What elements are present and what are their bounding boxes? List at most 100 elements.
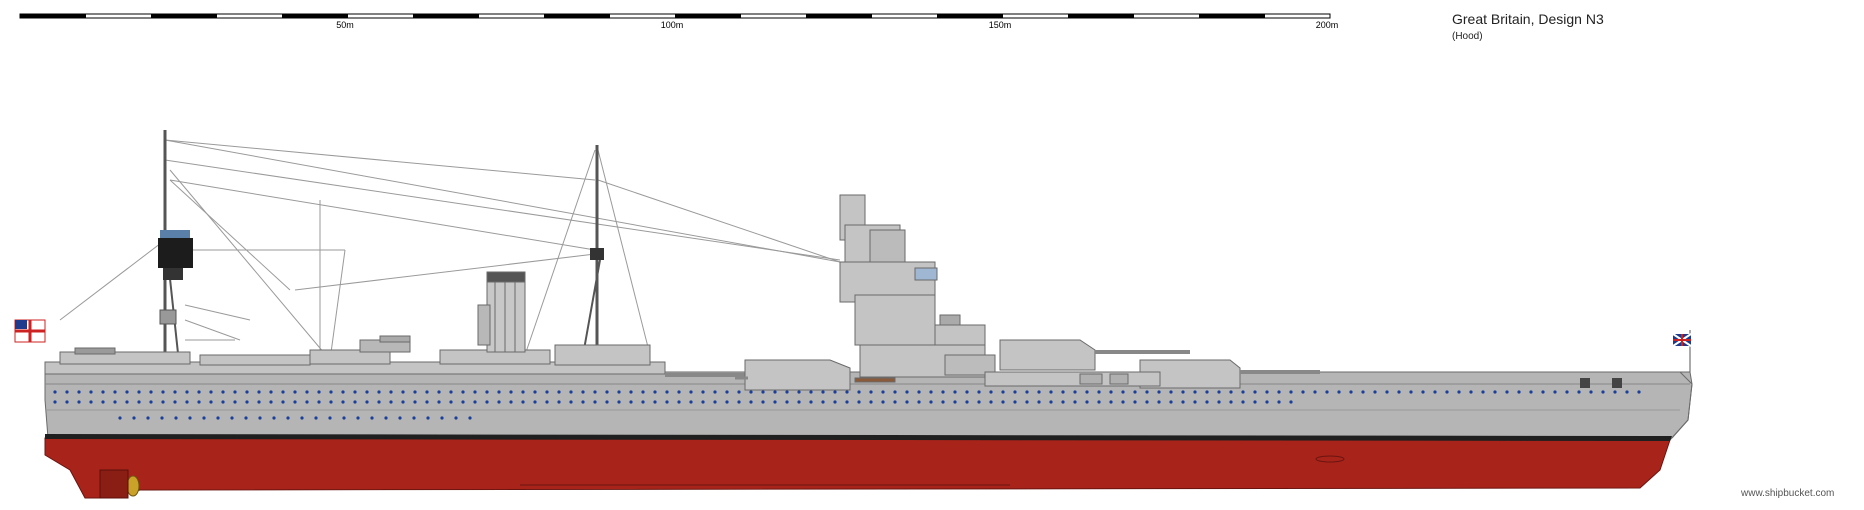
porthole [1253, 400, 1257, 404]
porthole [1013, 390, 1017, 394]
anchor-icon [1580, 378, 1622, 388]
porthole [413, 400, 417, 404]
porthole [1169, 400, 1173, 404]
porthole [1109, 400, 1113, 404]
porthole [89, 400, 93, 404]
porthole [149, 390, 153, 394]
porthole [329, 390, 333, 394]
porthole [245, 390, 249, 394]
drawing-subtitle: (Hood) [1452, 31, 1483, 42]
main-mast [579, 145, 604, 373]
porthole [377, 390, 381, 394]
porthole [269, 390, 273, 394]
porthole [1193, 390, 1197, 394]
porthole [137, 400, 141, 404]
porthole [1145, 400, 1149, 404]
porthole [1109, 390, 1113, 394]
porthole [353, 400, 357, 404]
porthole [701, 390, 705, 394]
porthole [146, 416, 150, 420]
porthole [917, 390, 921, 394]
porthole [1277, 400, 1281, 404]
porthole [665, 400, 669, 404]
porthole [412, 416, 416, 420]
porthole [1025, 390, 1029, 394]
porthole [77, 400, 81, 404]
porthole [605, 390, 609, 394]
main-turrets [665, 339, 1320, 391]
porthole [953, 400, 957, 404]
porthole [209, 400, 213, 404]
porthole [545, 400, 549, 404]
porthole [905, 400, 909, 404]
porthole [749, 390, 753, 394]
porthole [1301, 390, 1305, 394]
porthole [230, 416, 234, 420]
porthole [1193, 400, 1197, 404]
porthole [965, 400, 969, 404]
porthole [1049, 400, 1053, 404]
porthole [461, 400, 465, 404]
porthole [641, 390, 645, 394]
porthole [545, 390, 549, 394]
porthole [869, 400, 873, 404]
porthole [1073, 400, 1077, 404]
porthole [125, 390, 129, 394]
porthole [1313, 390, 1317, 394]
porthole [328, 416, 332, 420]
porthole [317, 400, 321, 404]
porthole [1025, 400, 1029, 404]
porthole [593, 400, 597, 404]
porthole [773, 400, 777, 404]
porthole [365, 400, 369, 404]
porthole [497, 390, 501, 394]
scale-bar [19, 13, 1331, 19]
porthole [137, 390, 141, 394]
porthole [653, 390, 657, 394]
porthole [1349, 390, 1353, 394]
porthole [197, 390, 201, 394]
porthole [305, 400, 309, 404]
porthole [1325, 390, 1329, 394]
porthole [557, 390, 561, 394]
porthole [761, 390, 765, 394]
porthole [160, 416, 164, 420]
funnel [477, 271, 526, 353]
porthole [161, 400, 165, 404]
porthole [929, 390, 933, 394]
porthole [1445, 390, 1449, 394]
porthole [1217, 400, 1221, 404]
porthole [677, 400, 681, 404]
drawing-title: Great Britain, Design N3 [1452, 11, 1604, 27]
porthole [342, 416, 346, 420]
porthole [329, 400, 333, 404]
porthole [785, 400, 789, 404]
porthole [797, 400, 801, 404]
porthole [1469, 390, 1473, 394]
porthole [293, 390, 297, 394]
porthole [917, 400, 921, 404]
porthole [305, 390, 309, 394]
porthole [677, 390, 681, 394]
fore-mast [158, 130, 193, 373]
porthole [257, 400, 261, 404]
porthole [461, 390, 465, 394]
porthole [1097, 390, 1101, 394]
porthole [216, 416, 220, 420]
porthole [689, 390, 693, 394]
rigging-lines [59, 139, 841, 361]
porthole [1085, 390, 1089, 394]
porthole [468, 416, 472, 420]
porthole [118, 416, 122, 420]
porthole [286, 416, 290, 420]
porthole [1229, 400, 1233, 404]
porthole-rows [53, 390, 1641, 420]
porthole [1493, 390, 1497, 394]
porthole [1205, 400, 1209, 404]
porthole [533, 400, 537, 404]
porthole [269, 400, 273, 404]
porthole [1337, 390, 1341, 394]
porthole [1277, 390, 1281, 394]
porthole [398, 416, 402, 420]
